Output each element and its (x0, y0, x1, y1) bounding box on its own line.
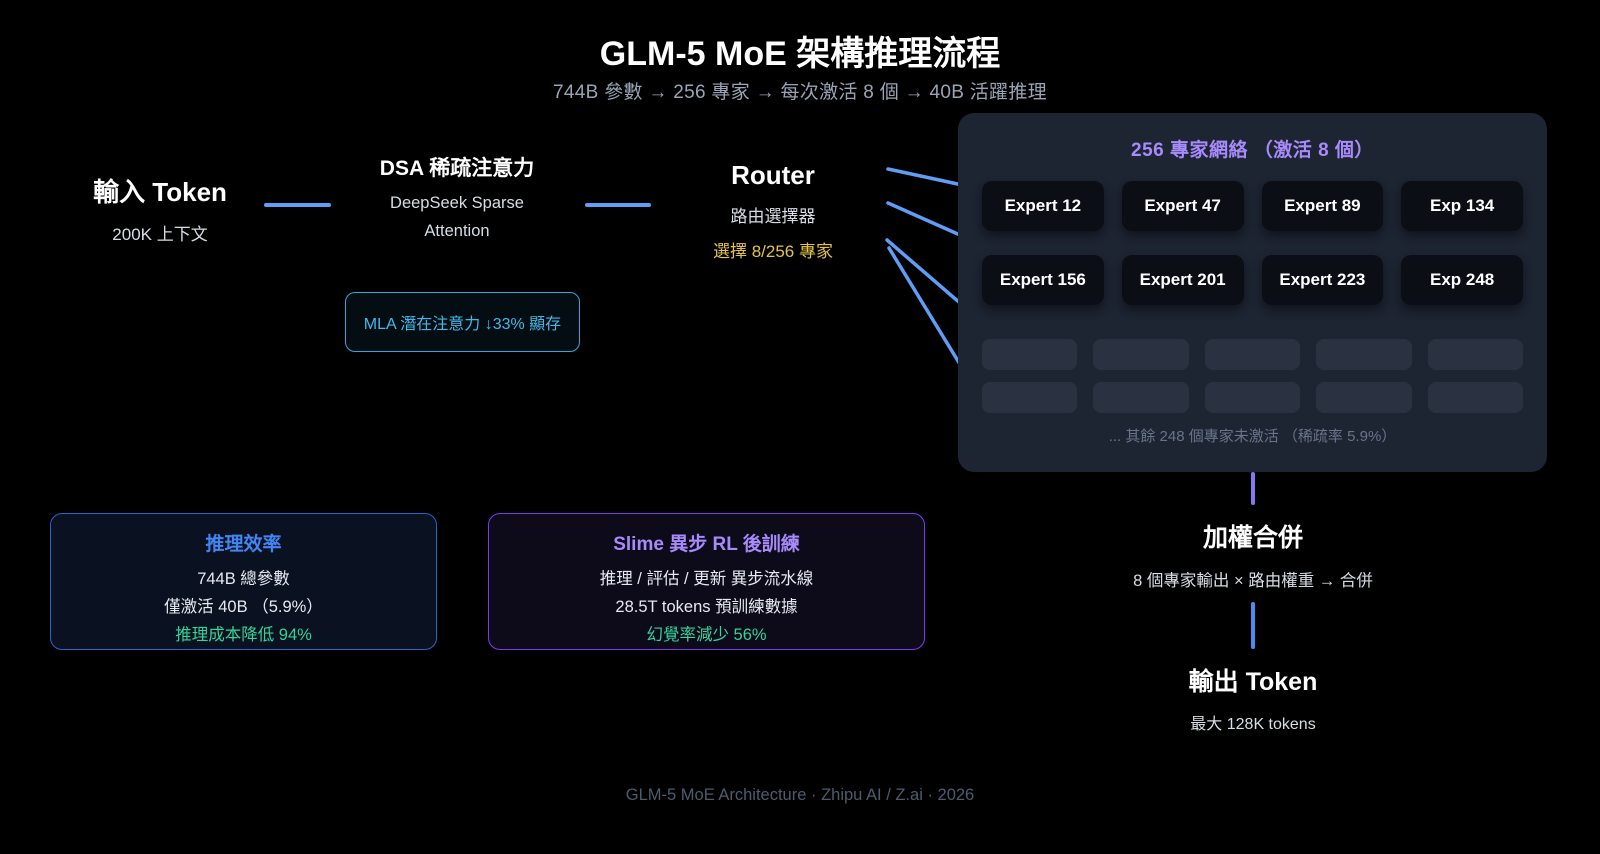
efficiency-highlight: 推理成本降低 94% (175, 626, 312, 644)
output-token-title: 輸出 Token (1188, 668, 1318, 696)
efficiency-line2: 僅激活 40B （5.9%） (164, 598, 323, 616)
inactive-expert-box (1093, 382, 1189, 413)
node-weighted-merge: 加權合併 8 個專家輸出 × 路由權重 → 合併 (1133, 518, 1373, 591)
inactive-expert-box (982, 382, 1078, 413)
stat-box-slime-rl: Slime 異步 RL 後訓練 推理 / 評估 / 更新 異步流水線 28.5T… (488, 513, 925, 650)
page-title: GLM-5 MoE 架構推理流程 (599, 35, 1001, 73)
inactive-expert-box (1427, 339, 1523, 370)
inactive-expert-box (1204, 339, 1301, 370)
node-output-token: 輸出 Token 最大 128K tokens (1189, 662, 1318, 734)
slime-line1: 推理 / 評估 / 更新 異步流水線 (599, 570, 814, 588)
input-token-title: 輸入 Token (93, 177, 227, 207)
router-title: Router (731, 160, 815, 190)
inactive-expert-box (982, 339, 1078, 370)
efficiency-line1: 744B 總參數 (197, 570, 290, 588)
router-subtitle: 路由選擇器 (730, 207, 816, 226)
dsa-subtitle-line2: Attention (424, 222, 490, 240)
active-expert-box: Expert 223 (1261, 255, 1384, 305)
input-token-subtitle: 200K 上下文 (112, 225, 208, 244)
inactive-expert-grid (982, 339, 1523, 413)
efficiency-title: 推理效率 (205, 534, 282, 555)
expert-panel-title: 256 專家網絡 （激活 8 個） (1131, 140, 1374, 161)
connector-router-to-experts-4 (887, 246, 971, 381)
inactive-expert-box (1093, 339, 1189, 370)
active-expert-box: Expert 156 (982, 255, 1104, 305)
router-highlight: 選擇 8/256 專家 (713, 242, 833, 261)
connector-router-to-experts-3 (885, 238, 969, 311)
inactive-expert-box (1204, 382, 1301, 413)
footer-credit: GLM-5 MoE Architecture · Zhipu AI / Z.ai… (625, 786, 975, 804)
active-expert-box: Expert 12 (982, 181, 1104, 231)
inactive-expert-box (1316, 339, 1412, 370)
inactive-expert-box (1427, 382, 1523, 413)
merge-subtitle: 8 個專家輸出 × 路由權重 → 合併 (1133, 572, 1373, 590)
mla-badge: MLA 潛在注意力 ↓33% 顯存 (345, 292, 580, 352)
expert-panel-footnote: ... 其餘 248 個專家未激活 （稀疏率 5.9%） (1108, 428, 1397, 445)
node-dsa-attention: DSA 稀疏注意力 DeepSeek Sparse Attention (380, 152, 534, 245)
mla-badge-label: MLA 潛在注意力 ↓33% 顯存 (363, 316, 562, 333)
dsa-title: DSA 稀疏注意力 (379, 157, 535, 180)
node-router: Router 路由選擇器 選擇 8/256 專家 (713, 160, 833, 262)
page-subtitle: 744B 參數 → 256 專家 → 每次激活 8 個 → 40B 活躍推理 (553, 82, 1047, 103)
node-input-token: 輸入 Token 200K 上下文 (93, 172, 227, 245)
inactive-expert-box (1316, 382, 1412, 413)
connector-router-to-experts-1 (886, 167, 969, 188)
active-expert-box: Expert 201 (1121, 255, 1244, 305)
connector-router-to-experts-2 (886, 201, 971, 241)
active-expert-box: Exp 248 (1401, 255, 1523, 305)
active-expert-box: Exp 134 (1401, 181, 1523, 231)
dsa-subtitle-line1: DeepSeek Sparse (390, 194, 524, 212)
active-expert-box: Expert 47 (1121, 181, 1244, 231)
stat-box-efficiency: 推理效率 744B 總參數 僅激活 40B （5.9%） 推理成本降低 94% (50, 513, 437, 650)
merge-title: 加權合併 (1202, 524, 1304, 552)
slime-highlight: 幻覺率減少 56% (646, 626, 767, 644)
active-expert-box: Expert 89 (1261, 181, 1384, 231)
slime-title: Slime 異步 RL 後訓練 (613, 534, 800, 555)
output-token-subtitle: 最大 128K tokens (1190, 716, 1316, 733)
slime-line2: 28.5T tokens 預訓練數據 (615, 598, 798, 616)
